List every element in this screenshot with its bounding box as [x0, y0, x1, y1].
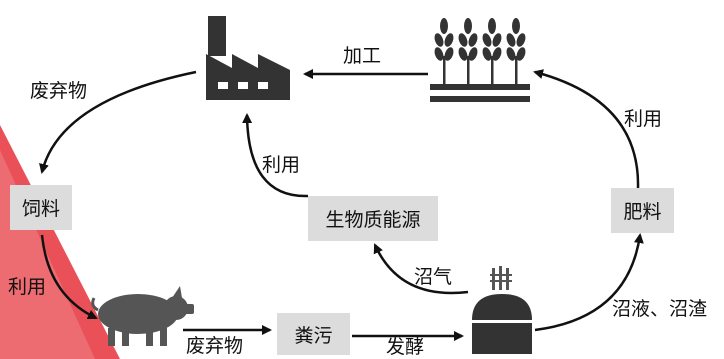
wheat-icon [430, 18, 530, 102]
edge-label-slurry: 沼液、沼渣 [612, 298, 708, 320]
node-manure: 粪污 [277, 313, 350, 355]
arrow-bioenergy-to-factory [242, 113, 309, 198]
node-fertilizer: 肥料 [611, 188, 674, 233]
arrow-fertilizer-to-crops [533, 69, 640, 189]
edge-label-waste-pig: 废弃物 [186, 335, 244, 357]
factory-icon [206, 16, 290, 100]
arrow-digester-to-bioenergy [373, 243, 469, 295]
digester-icon [472, 266, 532, 354]
arrow-factory-to-feed [39, 70, 197, 174]
arrow-feed-to-pig [40, 234, 98, 320]
edge-label-use-bioenergy: 利用 [262, 154, 301, 176]
edge-label-processing: 加工 [343, 45, 382, 67]
edge-label-waste-factory: 废弃物 [30, 80, 88, 102]
arrow-digester-to-fertilizer [534, 233, 644, 332]
edge-label-biogas: 沼气 [414, 266, 453, 288]
pig-icon [91, 286, 194, 346]
edge-label-fermentation: 发酵 [386, 336, 425, 358]
node-feed: 饲料 [10, 185, 72, 230]
edge-label-use-feed: 利用 [8, 276, 47, 298]
edge-label-use-fertilizer: 利用 [624, 108, 663, 130]
node-bioenergy: 生物质能源 [308, 196, 438, 241]
